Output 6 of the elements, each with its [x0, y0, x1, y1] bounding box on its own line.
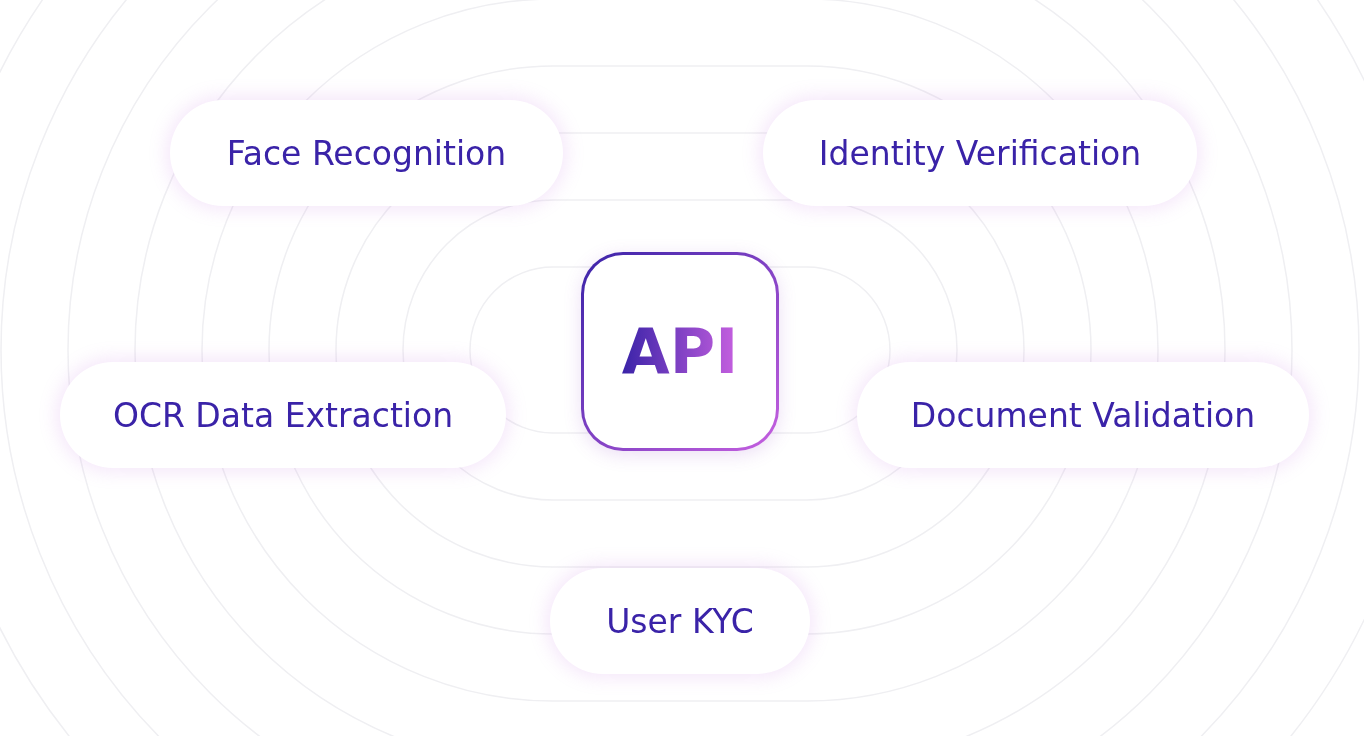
feature-pill: Face Recognition — [170, 100, 563, 206]
api-tile — [581, 252, 779, 451]
feature-pill: Identity Verification — [763, 100, 1197, 206]
feature-pill: Document Validation — [857, 362, 1309, 468]
feature-pill: User KYC — [550, 568, 810, 674]
feature-pill: OCR Data Extraction — [60, 362, 506, 468]
